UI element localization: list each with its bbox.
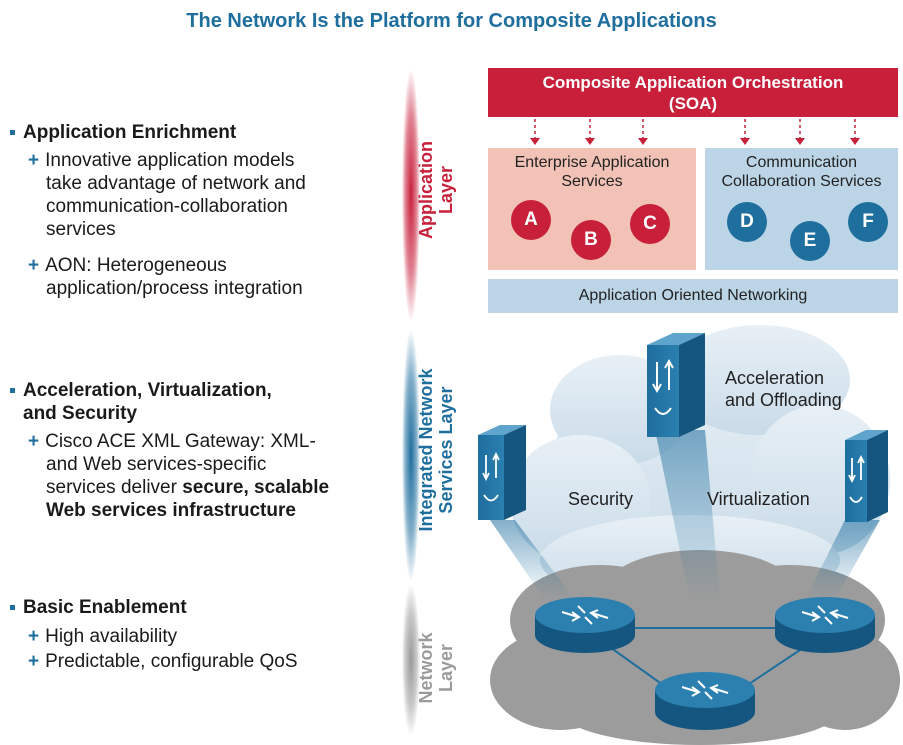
bullet-high-availability: +High availability: [28, 626, 178, 647]
security-switch-icon: [478, 425, 526, 520]
acceleration-switch-icon: [647, 333, 705, 437]
plus-bullet: +: [28, 150, 40, 171]
plus-bullet: +: [28, 626, 40, 647]
bullet-innovative-models: +Innovative application models take adva…: [28, 150, 306, 240]
plus-bullet: +: [28, 431, 40, 452]
services-cloud: [510, 325, 890, 605]
service-circle-a: A: [511, 200, 551, 240]
diagram-title: The Network Is the Platform for Composit…: [186, 10, 717, 32]
router-icon-bottom: [655, 672, 755, 730]
bullet-aon: +AON: Heterogeneous application/process …: [28, 255, 303, 299]
virtualization-beam: [805, 520, 880, 600]
network-layer-band: [402, 585, 420, 735]
service-circle-e: E: [790, 221, 830, 261]
application-layer-band: [402, 70, 420, 320]
service-circle-f: F: [848, 202, 888, 242]
service-circle-c: C: [630, 204, 670, 244]
bullet-qos: +Predictable, configurable QoS: [28, 651, 298, 672]
section-heading-basic-enablement: Basic Enablement: [10, 596, 187, 619]
acceleration-beam: [655, 430, 720, 600]
bullet-square: [10, 388, 15, 394]
orchestration-bar: Composite Application Orchestration(SOA): [488, 68, 898, 117]
router-icon-right: [775, 597, 875, 653]
bullet-square: [10, 605, 15, 611]
plus-bullet: +: [28, 651, 40, 672]
router-icon-left: [535, 597, 635, 653]
services-layer-band: [402, 330, 420, 580]
security-label: Security: [568, 489, 634, 509]
service-circle-b: B: [571, 220, 611, 260]
section-heading-application-enrichment: Application Enrichment: [10, 121, 236, 144]
section-heading-acceleration: Acceleration, Virtualization, and Securi…: [10, 379, 272, 425]
bullet-square: [10, 130, 15, 136]
virtualization-label: Virtualization: [707, 489, 810, 509]
bullet-ace-xml-gateway: +Cisco ACE XML Gateway: XML- and Web ser…: [28, 431, 330, 521]
security-beam: [490, 520, 575, 600]
plus-bullet: +: [28, 255, 40, 276]
aon-bar: Application Oriented Networking: [488, 279, 898, 313]
virtualization-switch-icon: [845, 430, 888, 522]
service-circle-d: D: [727, 202, 767, 242]
